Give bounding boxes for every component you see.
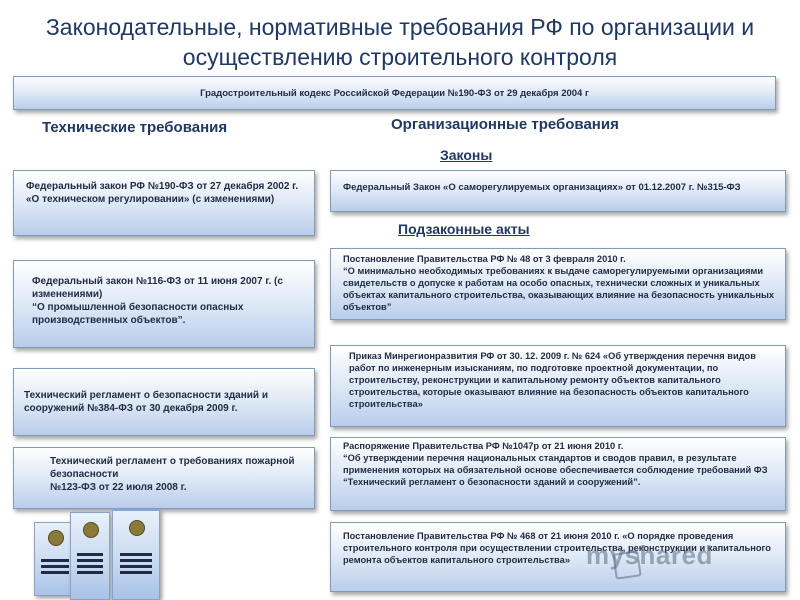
law-116-fz-industrial-safety: Федеральный закон №116-ФЗ от 11 июня 200… xyxy=(13,260,315,348)
emblem-icon xyxy=(48,530,64,547)
grad-code-banner: Градостроительный кодекс Российской Феде… xyxy=(13,76,776,110)
decree-1047r: Распоряжение Правительства РФ №1047р от … xyxy=(330,437,786,511)
heading-technical-requirements: Технические требования xyxy=(42,119,228,136)
heading-organizational-requirements: Организационные требования xyxy=(391,116,619,133)
law-190-fz-technical-regulation: Федеральный закон РФ №190-ФЗ от 27 декаб… xyxy=(13,170,315,236)
slide-title: Законодательные, нормативные требования … xyxy=(45,14,755,70)
watermark: myshared xyxy=(586,540,713,570)
tech-regulation-384-fz: Технический регламент о безопасности зда… xyxy=(13,368,315,436)
emblem-icon xyxy=(83,521,99,538)
resolution-48: Постановление Правительства РФ № 48 от 3… xyxy=(330,248,786,320)
emblem-icon xyxy=(129,519,145,536)
booklet-image xyxy=(34,522,76,596)
booklet-image xyxy=(112,510,160,600)
resolution-468: Постановление Правительства РФ № 468 от … xyxy=(330,522,786,592)
law-315-fz-sro: Федеральный Закон «О саморегулируемых ор… xyxy=(330,170,786,212)
heading-laws: Законы xyxy=(440,147,493,163)
tech-regulation-123-fz: Технический регламент о требованиях пожа… xyxy=(13,447,315,509)
booklet-image xyxy=(70,512,110,600)
heading-bylaws: Подзаконные акты xyxy=(398,221,530,237)
order-624: Приказ Минрегионразвития РФ от 30. 12. 2… xyxy=(330,345,786,427)
